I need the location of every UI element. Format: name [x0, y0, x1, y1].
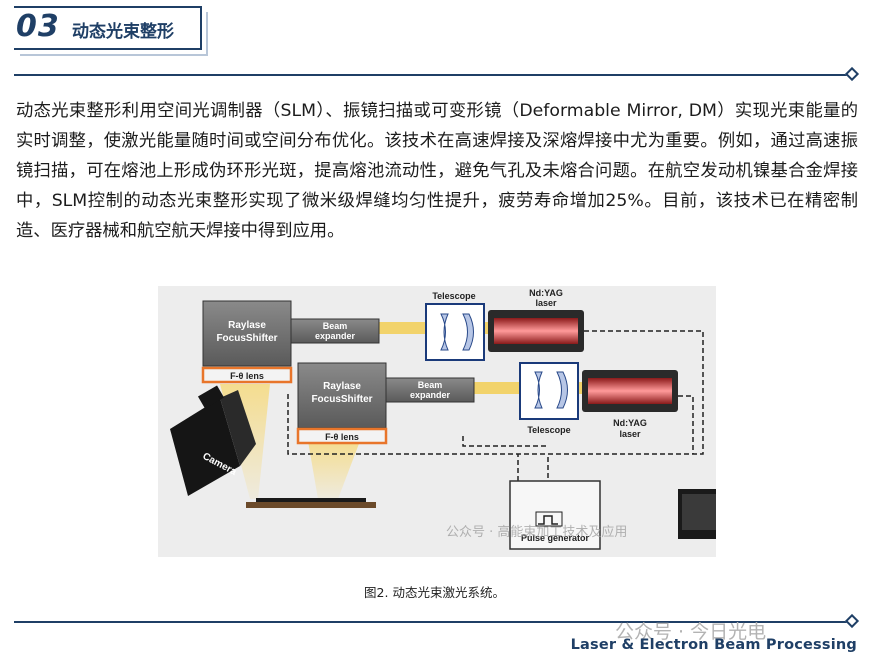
body-paragraph: 动态光束整形利用空间光调制器（SLM）、振镜扫描或可变形镜（Deformable…	[16, 101, 858, 241]
pulse-generator	[509, 480, 601, 550]
laser-bottom-label-line2: laser	[619, 429, 641, 439]
laser-bottom-rod	[588, 378, 672, 404]
telescope-bottom-label: Telescope	[527, 425, 570, 435]
telescope-bottom-lens-a	[534, 371, 543, 409]
laser-top-label-line2: laser	[535, 298, 557, 308]
raylase-1-label-line2: FocusShifter	[216, 333, 277, 344]
telescope-top-lens-b	[462, 313, 474, 351]
f-theta-lens-1	[201, 366, 293, 384]
laser-top-rod	[494, 318, 578, 344]
bottom-divider	[14, 621, 848, 623]
laser-system-diagram: Raylase FocusShifter Beam expander F-θ l…	[170, 288, 716, 550]
beam-expander-2-label-line2: expander	[410, 390, 451, 400]
f-theta-lens-2	[296, 427, 388, 445]
beam-expander-1-label-line2: expander	[315, 331, 356, 341]
laser-top-label-line1: Nd:YAG	[529, 288, 563, 298]
f-theta-lens-1-label: F-θ lens	[230, 371, 264, 381]
monitor-screen	[682, 494, 716, 530]
laser-system-figure: Raylase FocusShifter Beam expander F-θ l…	[158, 286, 716, 557]
header-box	[14, 6, 202, 50]
telescope-top-lens-a	[440, 313, 449, 351]
footer-brand: Laser & Electron Beam Processing	[570, 637, 857, 653]
raylase-focusshifter-1	[202, 300, 292, 367]
telescope-top	[425, 303, 485, 361]
figure-watermark: 公众号 · 高能束加工技术及应用	[446, 524, 627, 540]
raylase-2-label-line1: Raylase	[323, 381, 361, 392]
section-number: 03	[16, 9, 60, 44]
section-header: 03 动态光束整形	[14, 6, 208, 56]
telescope-bottom-lens-b	[556, 371, 568, 409]
section-title: 动态光束整形	[72, 22, 174, 42]
control-lines	[287, 330, 704, 481]
beam-expander-2	[385, 377, 475, 403]
f-theta-lens-2-label: F-θ lens	[325, 432, 359, 442]
telescope-bottom	[519, 362, 579, 420]
header-shadow	[20, 12, 208, 56]
pulse-icon-frame	[535, 511, 563, 527]
camera-icon: Camera	[170, 385, 256, 496]
pulse-generator-label: Pulse generator	[521, 533, 590, 543]
laser-bottom-label-line1: Nd:YAG	[613, 418, 647, 428]
top-divider	[14, 74, 848, 76]
focus-cone-2	[308, 441, 360, 499]
beam-expander-1-label-line1: Beam	[323, 321, 348, 331]
telescope-top-label: Telescope	[432, 291, 475, 301]
beam-expander-2-label-line1: Beam	[418, 380, 443, 390]
raylase-2-label-line2: FocusShifter	[311, 394, 372, 405]
workpiece-base	[246, 502, 376, 508]
bottom-divider-diamond-icon	[844, 613, 860, 629]
top-divider-diamond-icon	[844, 66, 860, 82]
beam-expander-1	[290, 318, 380, 344]
pulse-icon	[538, 515, 558, 525]
workpiece	[256, 498, 366, 502]
footer-watermark: 公众号 · 今日光电	[615, 621, 767, 643]
raylase-1-label-line1: Raylase	[228, 320, 266, 331]
figure-caption: 图2. 动态光束激光系统。	[364, 585, 505, 600]
